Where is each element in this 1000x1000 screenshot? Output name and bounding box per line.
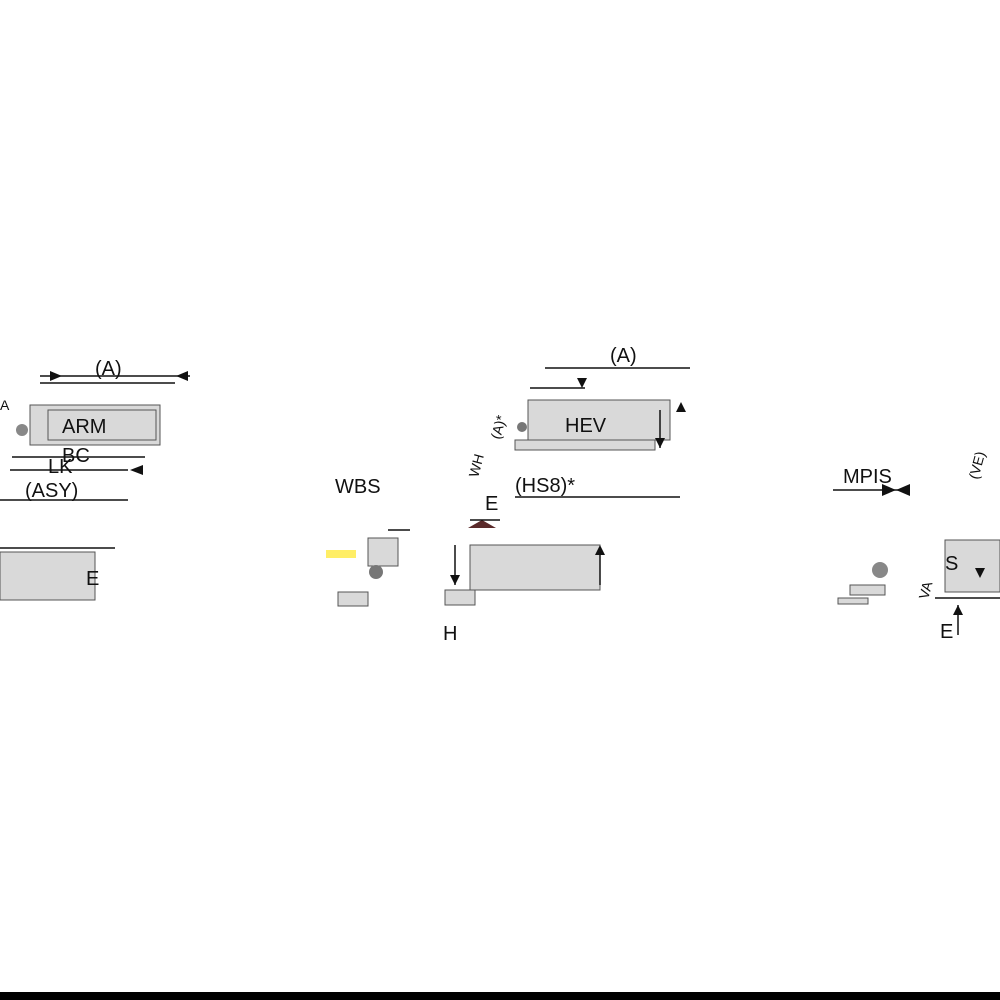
arrow-icon [577, 378, 587, 388]
label: S [945, 553, 958, 575]
step-block [444, 589, 476, 606]
label: (VE) [965, 450, 988, 481]
highlight-marker [326, 550, 356, 558]
label: VA [915, 579, 935, 601]
arrow-icon [468, 520, 496, 528]
label: E [485, 493, 498, 515]
right-view: MPIS (VE) VA S E [833, 450, 1000, 643]
left-view: (A) ARM BC LK (ASY) A E [0, 358, 190, 601]
label: (A) [95, 358, 122, 380]
arrow-icon [130, 465, 143, 475]
label: H [443, 623, 457, 645]
center-view: (A) HEV (HS8)* WBS WH (A)* E H [326, 345, 690, 645]
arrow-icon [896, 484, 910, 496]
label: ARM [62, 416, 106, 438]
label: LK [48, 456, 73, 478]
arm-block [47, 409, 157, 441]
label: (ASY) [25, 480, 78, 502]
pin-circle [517, 422, 527, 432]
arrow-icon [655, 438, 665, 448]
arrow-icon [975, 568, 985, 578]
label: (A) [610, 345, 637, 367]
arrow-icon [676, 402, 686, 412]
label: WH [465, 452, 486, 479]
arrow-icon [176, 371, 188, 381]
pin-circle [16, 424, 28, 436]
label: A [0, 397, 10, 413]
arrow-icon [450, 575, 460, 585]
lower-part-block [0, 551, 96, 601]
pin-circle [369, 565, 383, 579]
label: HEV [565, 415, 607, 437]
label: E [940, 621, 953, 643]
frame-bottom-bar [0, 992, 1000, 1000]
label: (A)* [487, 413, 509, 441]
arrow-icon [882, 484, 896, 496]
label: (HS8)* [515, 475, 575, 497]
wbs-base [337, 591, 369, 607]
lower-block [469, 544, 601, 591]
wbs-bracket [367, 537, 399, 567]
hev-block [527, 399, 671, 441]
label: MPIS [843, 466, 892, 488]
label: WBS [335, 476, 381, 498]
label: BC [62, 445, 90, 467]
arrow-icon [953, 605, 963, 615]
mpis-base-lower [837, 597, 869, 605]
hev-base [514, 439, 656, 451]
label: E [86, 568, 99, 590]
arrow-icon [595, 545, 605, 555]
mpis-base [849, 584, 886, 596]
arrow-icon [50, 371, 62, 381]
pin-circle [872, 562, 888, 578]
right-block [944, 539, 1000, 593]
